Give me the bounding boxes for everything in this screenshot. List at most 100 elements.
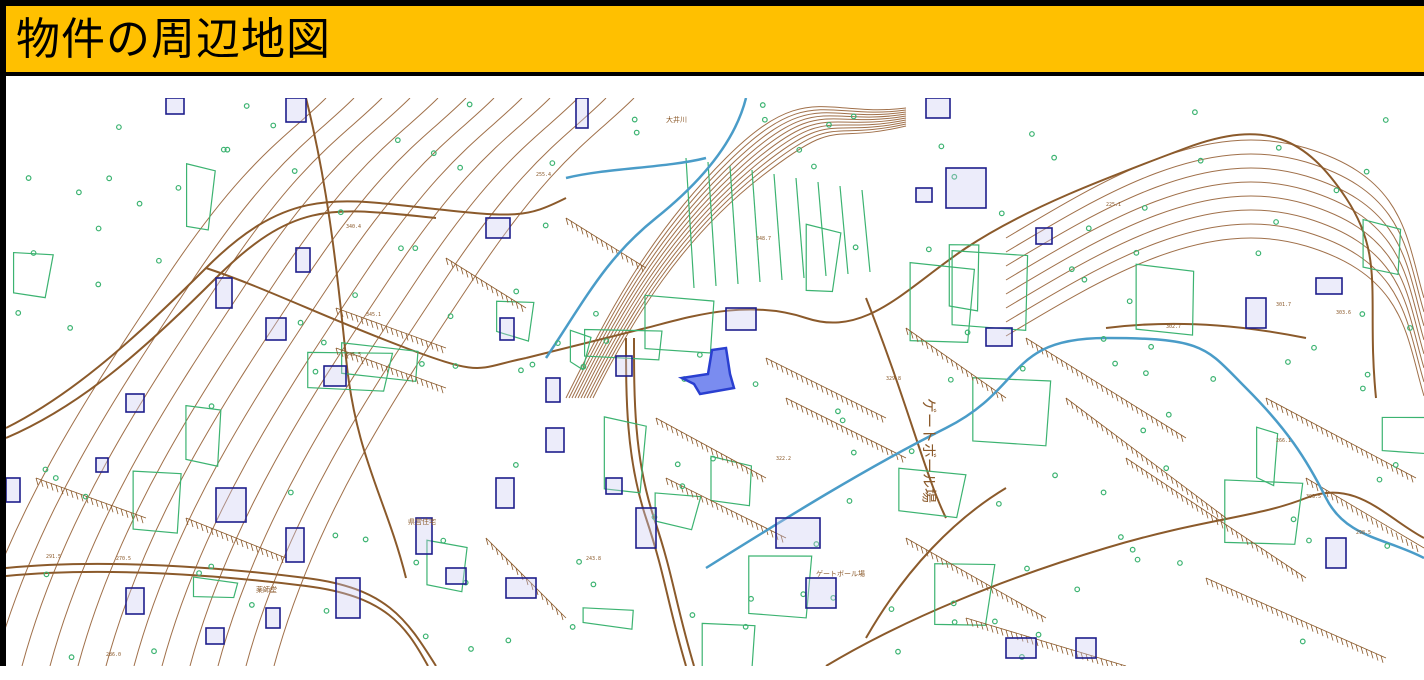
hatch-mark <box>805 407 809 416</box>
hatch-mark <box>1345 440 1349 448</box>
hatch-mark <box>1180 494 1184 502</box>
parcel-outline <box>751 169 761 283</box>
hatch-mark <box>835 392 839 401</box>
hatch-mark <box>635 261 639 269</box>
hatch-mark <box>800 405 804 413</box>
hatch-mark <box>1220 584 1224 592</box>
hatch-mark <box>1255 600 1259 608</box>
contour-line <box>577 115 907 399</box>
hatch-mark <box>955 566 959 574</box>
hatch-mark <box>765 357 769 366</box>
elevation-label: 266.1 <box>1276 438 1291 444</box>
building <box>775 517 821 549</box>
hatch-mark <box>1410 475 1414 483</box>
elevation-label: 340.4 <box>346 224 361 230</box>
land-marker <box>15 310 22 316</box>
hatch-mark <box>815 382 819 391</box>
target-property-shape[interactable] <box>677 346 736 396</box>
hatch-mark <box>755 522 759 531</box>
hatch-mark <box>1115 394 1119 402</box>
land-marker <box>603 338 610 345</box>
hatch-mark <box>1180 484 1184 492</box>
hatch-mark <box>355 355 359 363</box>
hatch-mark <box>1395 532 1399 540</box>
land-marker <box>1117 534 1124 540</box>
hatch-mark <box>695 439 699 447</box>
hatch-mark <box>1075 405 1079 413</box>
contour-line <box>571 111 907 399</box>
land-marker <box>452 363 459 369</box>
land-marker <box>106 175 113 182</box>
building <box>125 393 145 413</box>
hatch-mark <box>945 560 949 568</box>
hatch-mark <box>1170 428 1174 436</box>
hatch-mark <box>885 447 889 456</box>
hatch-mark <box>1035 344 1039 352</box>
hatch-mark <box>1040 615 1044 623</box>
land-marker <box>529 361 536 368</box>
parcel-outline <box>307 351 394 392</box>
hatch-mark <box>1280 405 1284 414</box>
hatch-mark <box>1220 514 1224 522</box>
contour-line <box>273 98 635 666</box>
land-marker <box>1141 204 1148 211</box>
hatch-mark <box>1125 457 1129 466</box>
land-marker <box>243 103 250 109</box>
hatch-mark <box>1140 454 1144 462</box>
land-marker <box>938 143 945 150</box>
hatch-mark <box>1225 524 1229 532</box>
building <box>495 477 515 509</box>
land-marker <box>513 288 520 295</box>
hatch-mark <box>1175 491 1179 499</box>
hatch-mark <box>500 552 504 561</box>
elevation-label: 303.6 <box>1336 310 1351 316</box>
hatch-mark <box>1160 469 1164 477</box>
road-line <box>633 337 695 666</box>
hatch-mark <box>1360 646 1364 654</box>
land-marker <box>1100 489 1107 496</box>
hatch-mark <box>820 415 824 423</box>
hatch-mark <box>1375 653 1379 661</box>
land-marker <box>1140 427 1147 434</box>
hatch-mark <box>865 437 869 446</box>
hatch-mark <box>415 376 419 385</box>
hatch-mark <box>1195 504 1199 512</box>
hatch-mark <box>1330 493 1334 501</box>
hatch-mark <box>970 373 974 381</box>
hatch-mark <box>715 502 719 511</box>
hatch-mark <box>490 286 494 294</box>
target-property[interactable] <box>677 346 736 396</box>
parcel-outline <box>839 185 849 275</box>
hatch-mark <box>1150 416 1154 424</box>
hatch-mark <box>1365 451 1369 459</box>
hatch-mark <box>1350 443 1354 451</box>
hatch-mark <box>1135 464 1139 472</box>
hatch-mark <box>425 340 429 348</box>
hatch-mark <box>1145 471 1149 479</box>
building <box>215 277 233 309</box>
contour-line <box>105 98 467 666</box>
hatch-mark <box>985 383 989 392</box>
hatch-mark <box>1190 501 1194 509</box>
hatch-mark <box>130 512 134 520</box>
hatch-mark <box>80 494 84 502</box>
road-line <box>6 197 567 429</box>
hatch-mark <box>340 349 344 357</box>
hatch-mark <box>210 527 214 536</box>
buildings <box>6 98 1347 659</box>
land-marker <box>888 606 895 613</box>
hatch-mark <box>830 420 834 428</box>
hatch-mark <box>875 442 879 451</box>
hatch-mark <box>655 417 659 426</box>
hatch-mark <box>1315 424 1319 432</box>
hatch-mark <box>1050 353 1054 361</box>
hatch-mark <box>1135 450 1139 458</box>
hatch-mark <box>1165 472 1169 481</box>
contour-line <box>49 98 411 666</box>
hatch-mark <box>930 345 934 353</box>
hatch-mark <box>855 432 859 441</box>
hatch-mark <box>1375 520 1379 528</box>
hatch-mark <box>935 348 939 357</box>
